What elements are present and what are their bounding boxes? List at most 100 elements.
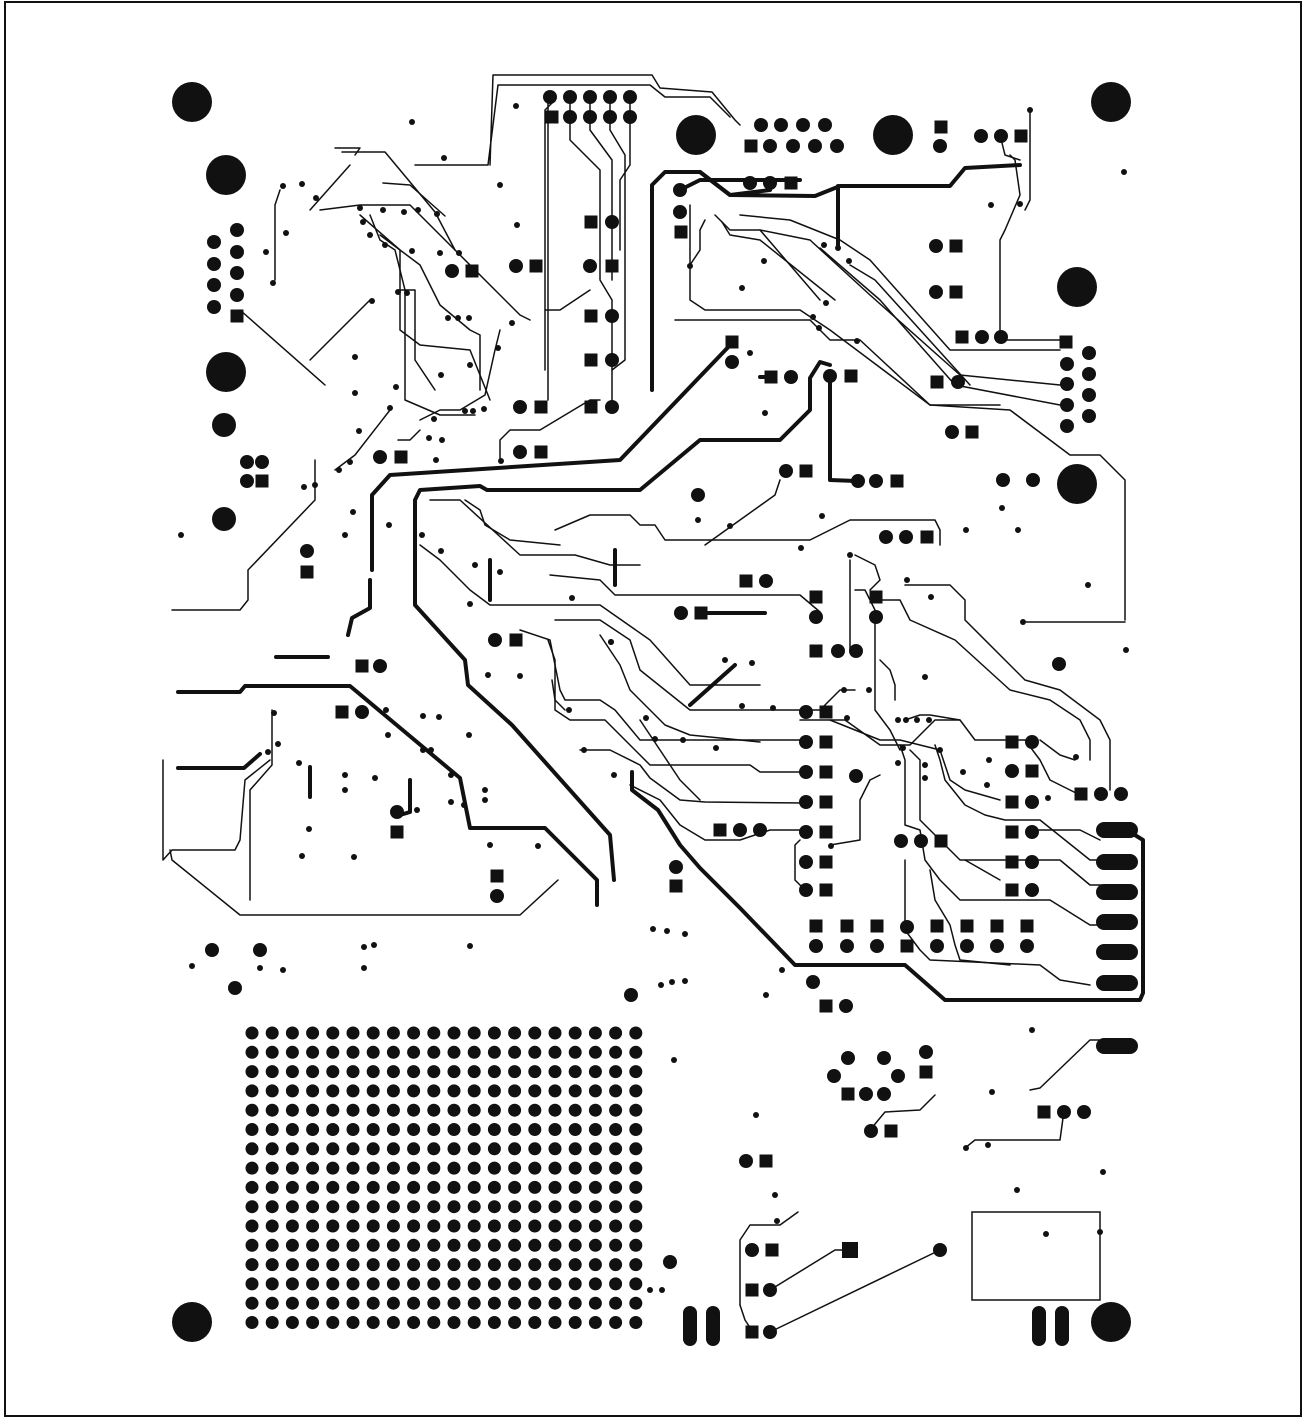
- round-pad: [960, 939, 974, 953]
- via: [761, 258, 767, 264]
- via: [299, 853, 305, 859]
- grid-via: [568, 1084, 582, 1098]
- via: [682, 978, 688, 984]
- grid-via: [568, 1296, 582, 1310]
- square-pad: [605, 259, 619, 273]
- thin-trace: [544, 289, 591, 311]
- grid-via: [427, 1084, 441, 1098]
- square-pad: [890, 474, 904, 488]
- square-pad: [230, 309, 244, 323]
- via: [866, 687, 872, 693]
- via: [535, 843, 541, 849]
- grid-via: [366, 1219, 380, 1233]
- grid-via: [609, 1316, 623, 1329]
- thin-trace: [399, 289, 436, 391]
- grid-via: [548, 1238, 562, 1252]
- square-pad: [809, 919, 823, 933]
- square-pad: [955, 330, 969, 344]
- round-pad: [891, 1069, 905, 1083]
- via: [988, 202, 994, 208]
- small-vias: [178, 103, 1129, 1293]
- round-pad: [1114, 787, 1128, 801]
- grid-via: [467, 1084, 481, 1098]
- square-pad: [725, 335, 739, 349]
- via: [846, 258, 852, 264]
- grid-via: [548, 1296, 562, 1310]
- round-pad: [763, 139, 777, 153]
- round-pad: [799, 765, 813, 779]
- round-pad: [513, 445, 527, 459]
- grid-via: [306, 1258, 320, 1272]
- grid-via: [588, 1123, 602, 1136]
- grid-via: [447, 1045, 461, 1059]
- square-pad: [819, 883, 833, 897]
- grid-via: [629, 1296, 643, 1310]
- grid-via: [427, 1219, 441, 1233]
- grid-via: [609, 1045, 623, 1059]
- grid-via: [487, 1161, 501, 1175]
- grid-via: [487, 1200, 501, 1214]
- grid-via: [427, 1296, 441, 1310]
- round-pad: [799, 883, 813, 897]
- via: [361, 965, 367, 971]
- square-pad: [920, 530, 934, 544]
- square-pad: [844, 369, 858, 383]
- grid-via: [588, 1026, 602, 1040]
- grid-via: [568, 1258, 582, 1272]
- grid-via: [306, 1238, 320, 1252]
- square-pad: [949, 239, 963, 253]
- thin-trace: [879, 659, 896, 701]
- thick-traces: [176, 163, 1145, 1048]
- via: [426, 435, 432, 441]
- round-pad: [1060, 419, 1074, 433]
- grid-via: [447, 1238, 461, 1252]
- square-pad: [764, 370, 778, 384]
- thin-trace: [547, 639, 801, 773]
- square-pad: [745, 1325, 759, 1339]
- grid-via: [386, 1161, 400, 1175]
- via: [903, 717, 909, 723]
- grid-via: [427, 1238, 441, 1252]
- grid-via: [487, 1219, 501, 1233]
- round-pad: [1060, 377, 1074, 391]
- grid-via: [386, 1103, 400, 1117]
- square-pad: [1005, 883, 1019, 897]
- via: [420, 747, 426, 753]
- thin-trace: [721, 221, 836, 301]
- via: [263, 249, 269, 255]
- grid-via: [588, 1258, 602, 1272]
- square-pad: [694, 606, 708, 620]
- grid-via: [427, 1103, 441, 1117]
- round-pad: [669, 860, 683, 874]
- thin-trace: [397, 429, 421, 441]
- round-pad: [490, 889, 504, 903]
- via: [514, 222, 520, 228]
- grid-via: [265, 1123, 279, 1136]
- grid-via: [467, 1200, 481, 1214]
- via: [438, 548, 444, 554]
- via: [772, 1192, 778, 1198]
- round-pad: [827, 1069, 841, 1083]
- grid-via: [588, 1161, 602, 1175]
- via: [296, 760, 302, 766]
- round-pad: [583, 110, 597, 124]
- round-pad: [933, 139, 947, 153]
- grid-via: [265, 1142, 279, 1156]
- grid-via: [629, 1045, 643, 1059]
- round-pad: [207, 235, 221, 249]
- grid-via: [407, 1219, 421, 1233]
- via: [367, 232, 373, 238]
- via: [497, 182, 503, 188]
- grid-via: [487, 1065, 501, 1079]
- grid-via: [467, 1103, 481, 1117]
- grid-via: [386, 1219, 400, 1233]
- grid-via: [407, 1180, 421, 1194]
- via: [659, 1287, 665, 1293]
- thin-trace: [379, 234, 481, 391]
- round-pad: [994, 129, 1008, 143]
- grid-via: [487, 1142, 501, 1156]
- grid-via: [427, 1316, 441, 1329]
- round-pad: [877, 1051, 891, 1065]
- grid-via: [568, 1200, 582, 1214]
- grid-via: [326, 1123, 340, 1136]
